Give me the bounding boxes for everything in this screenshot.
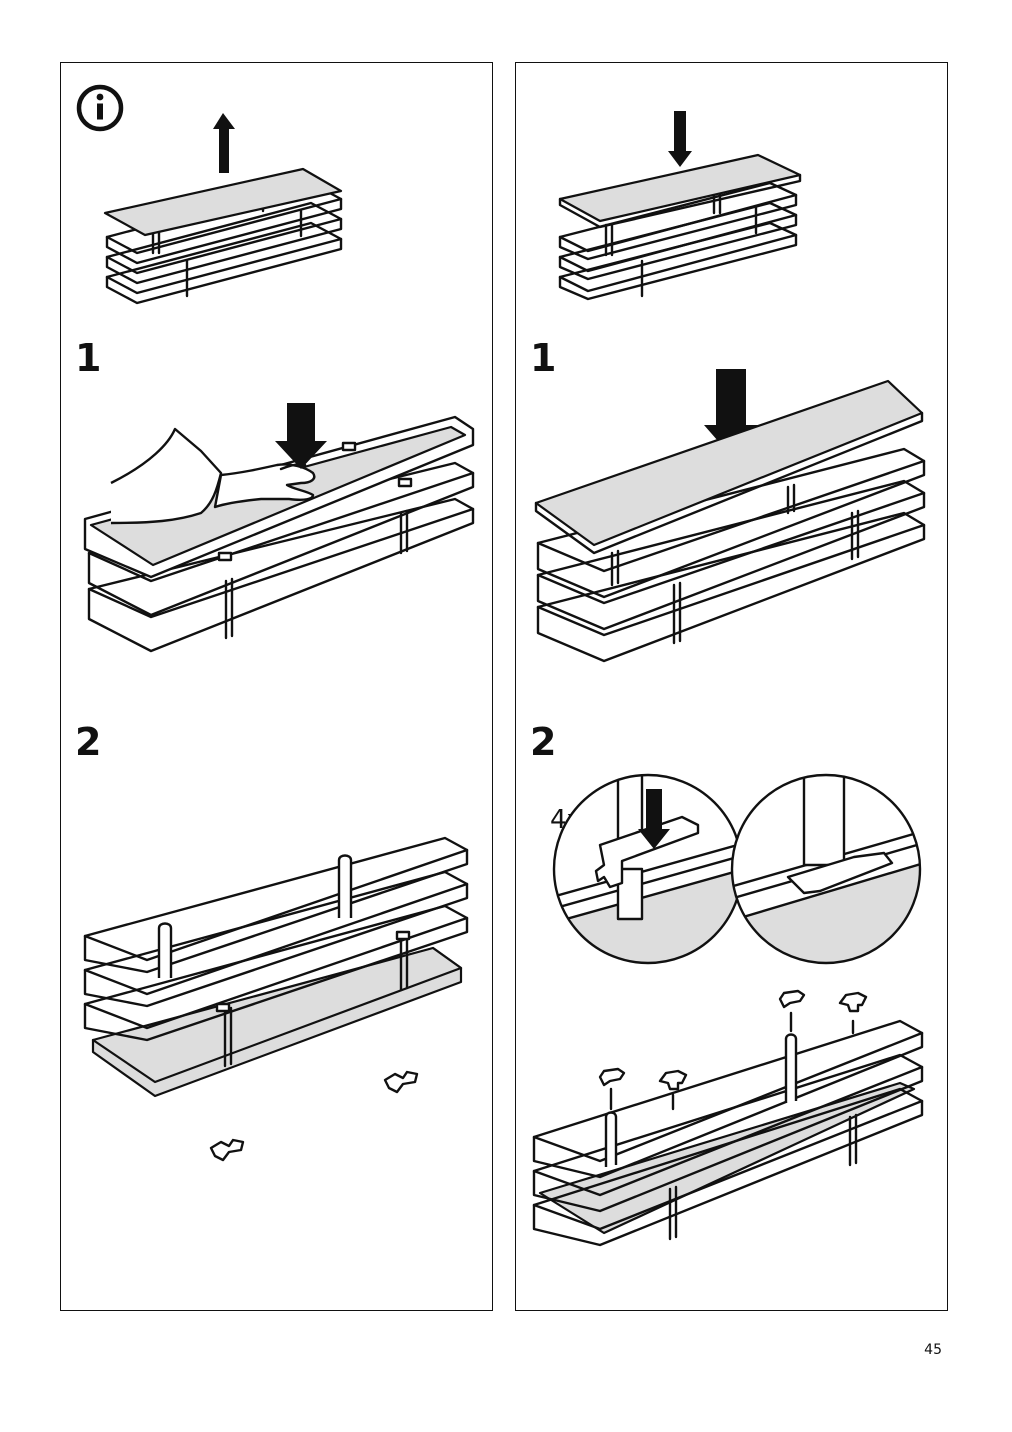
basket-glass-insert-illustration [558,111,802,301]
right-instruction-panel: 1 2 4x [515,62,948,1311]
step-number: 1 [530,336,557,380]
clip-icon [209,1138,245,1162]
arrow-down-icon [275,403,327,469]
step-number: 2 [530,720,557,764]
info-icon [76,84,124,132]
clip-icon [383,1070,419,1094]
left-instruction-panel: 1 2 [60,62,493,1311]
clip-icon [598,1067,626,1087]
basket-glass-lowering-illustration [534,369,926,663]
step-number: 1 [75,336,102,380]
arrow-down-icon [638,789,670,849]
arrow-up-icon [213,113,235,173]
clip-icon [658,1069,688,1091]
basket-press-glass-illustration [83,403,475,653]
arrow-down-icon [668,111,692,167]
step-number: 2 [75,720,102,764]
basket-glass-removal-illustration [103,113,343,305]
clip-detail-illustration [552,773,922,965]
basket-clips-illustration [532,989,924,1247]
page-number: 45 [924,1342,942,1358]
clip-icon [778,989,806,1009]
clip-icon [838,991,868,1013]
basket-separated-glass-illustration [83,836,469,1162]
